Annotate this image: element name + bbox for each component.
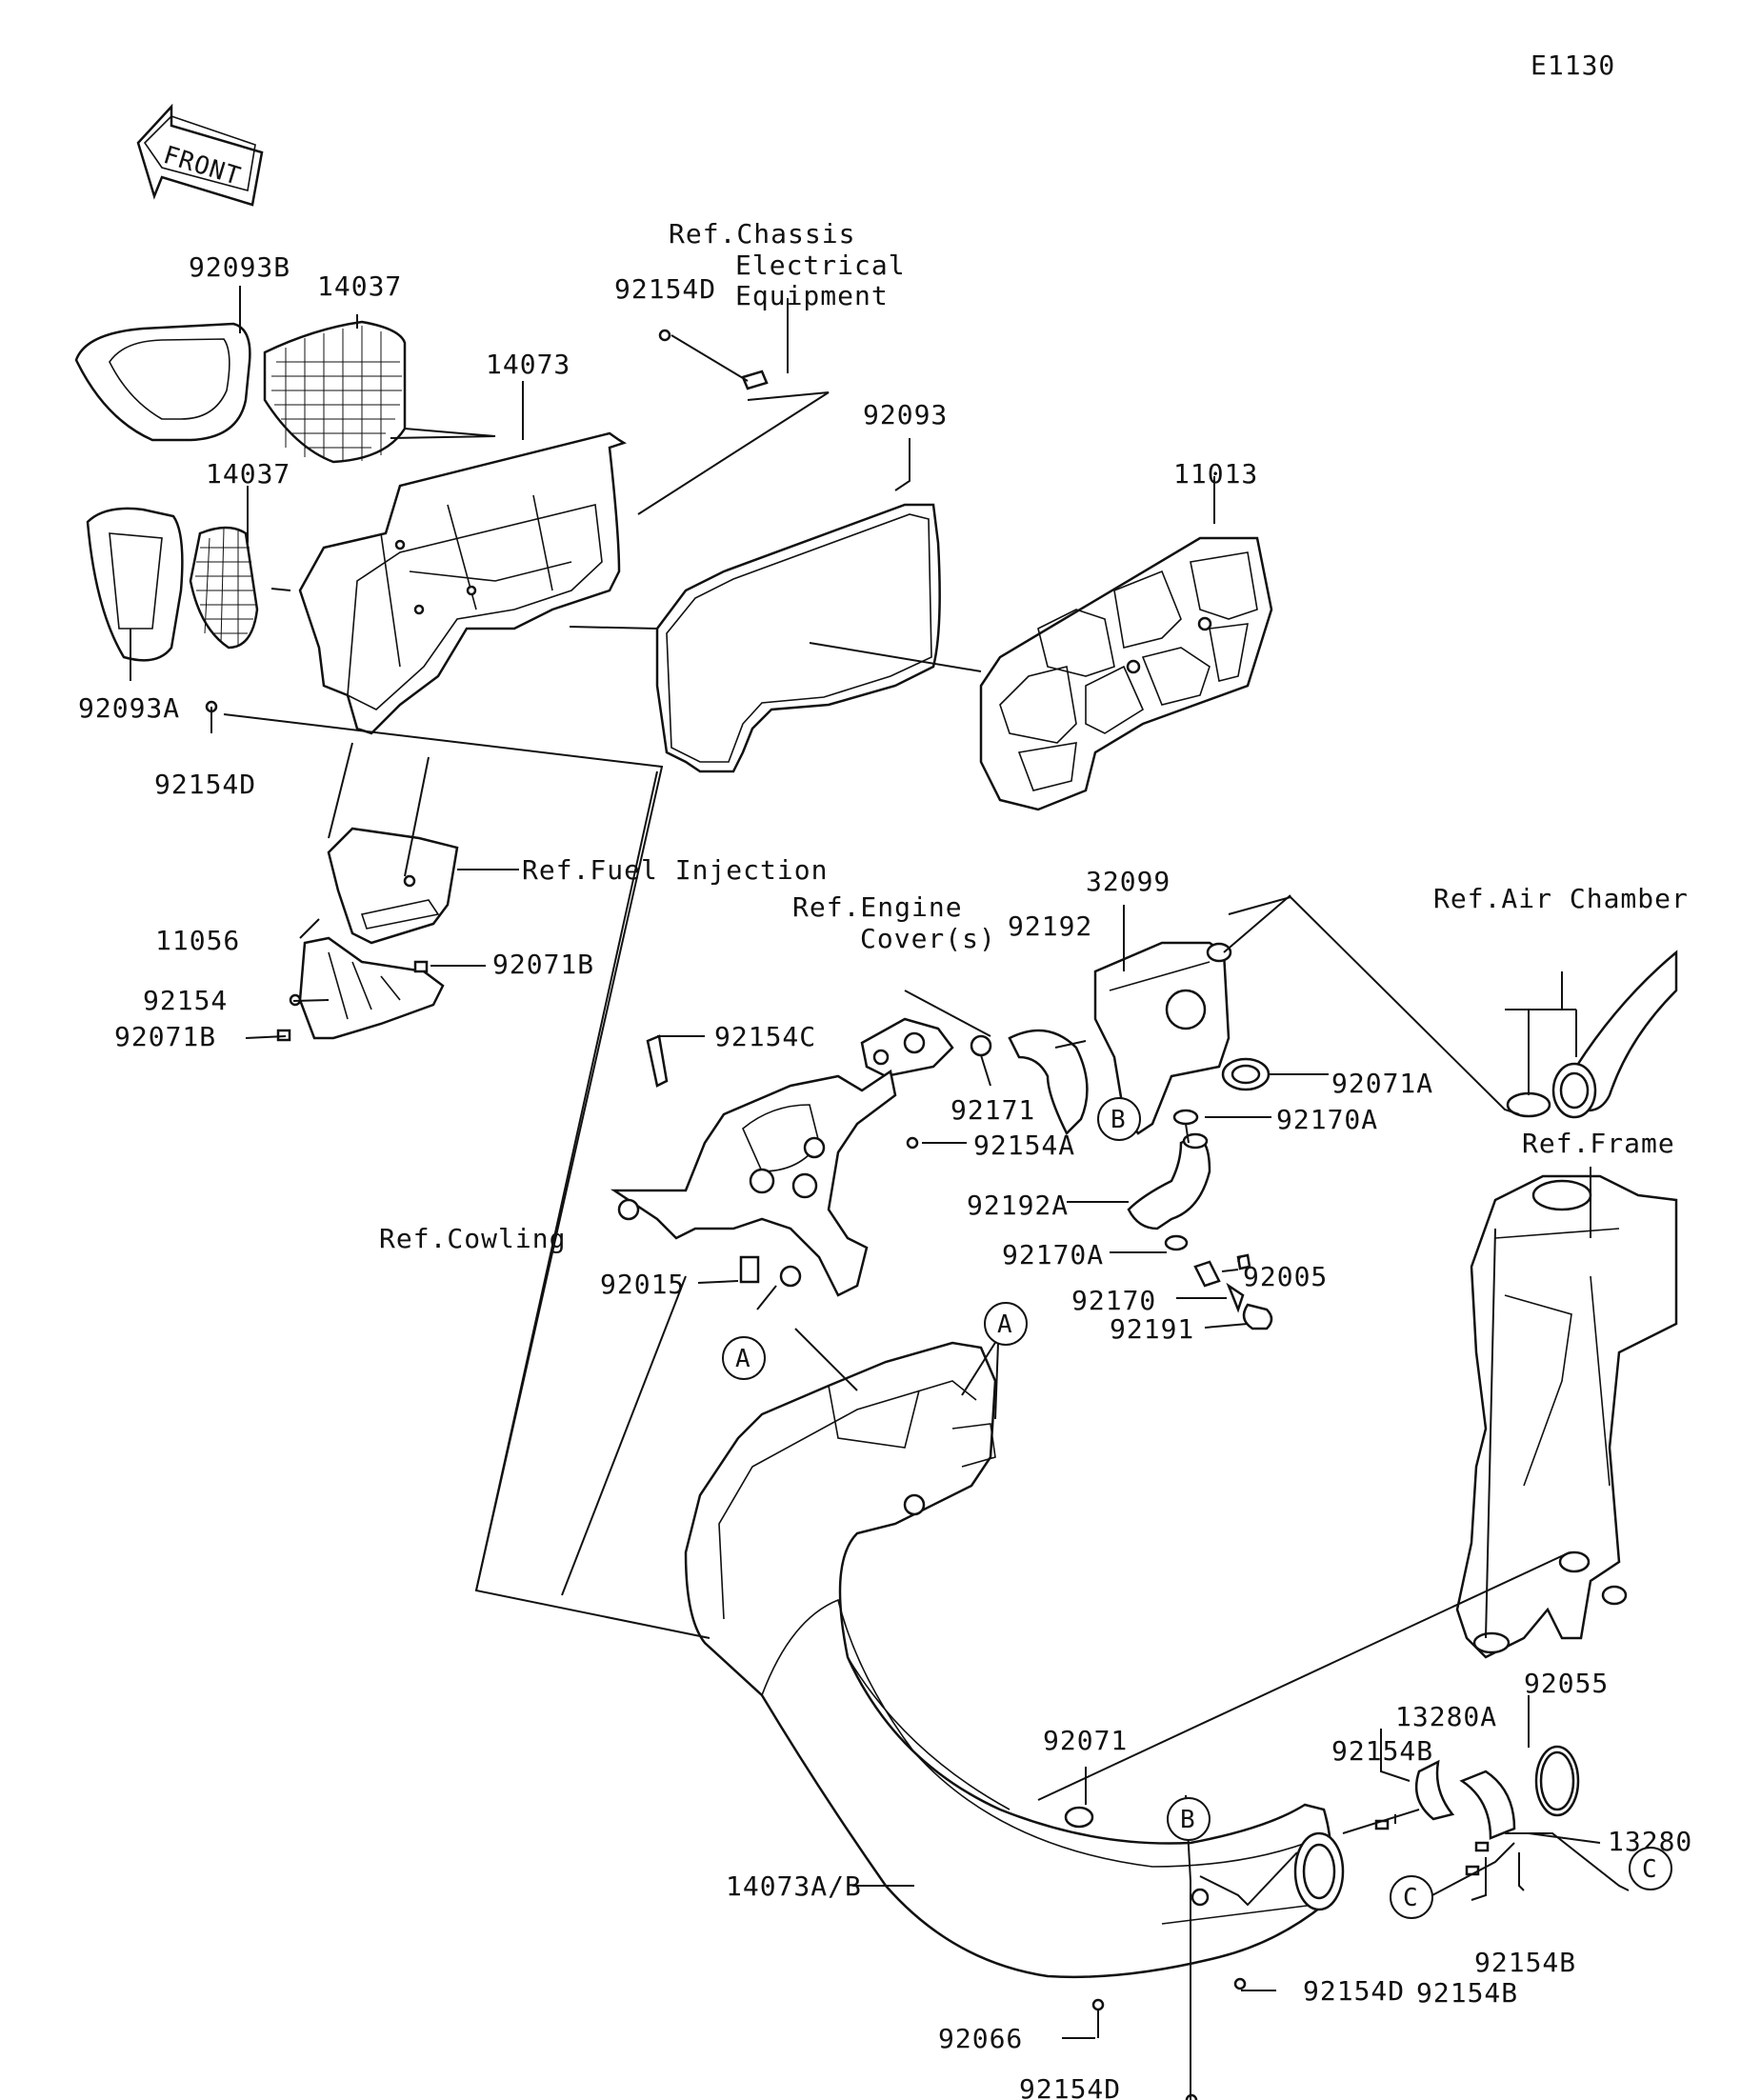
svg-text:A: A — [997, 1310, 1012, 1339]
label-92093: 92093 — [863, 399, 948, 430]
mesh-screen-14037-left — [189, 526, 259, 650]
label-92154A: 92154A — [973, 1130, 1075, 1161]
clamp-92171 — [970, 1034, 992, 1057]
label-11013: 11013 — [1173, 458, 1258, 490]
mesh-screen-14037-top — [263, 320, 407, 464]
callout-C-right: C — [1629, 1847, 1672, 1890]
label-ref-chassis-3: Equipment — [735, 280, 889, 311]
hose-92192 — [1008, 1029, 1089, 1136]
label-92154D-bottom: 92154D — [1019, 2073, 1121, 2100]
clamps-small — [1164, 1109, 1273, 1330]
svg-text:B: B — [1180, 1806, 1195, 1834]
separator-box-32099 — [1093, 941, 1232, 1135]
bolt-92154C — [646, 1034, 669, 1088]
clamp-13280 — [1459, 1770, 1516, 1840]
callout-A-left: A — [722, 1336, 766, 1380]
label-ref-chassis-1: Ref.Chassis — [669, 218, 855, 250]
air-box-14073 — [298, 431, 627, 735]
label-92071B-left: 92071B — [114, 1021, 216, 1052]
label-92154: 92154 — [143, 985, 228, 1016]
label-ref-frame: Ref.Frame — [1522, 1128, 1675, 1159]
label-92154B-2: 92154B — [1474, 1947, 1576, 1978]
svg-text:C: C — [1403, 1884, 1418, 1912]
svg-text:B: B — [1111, 1106, 1126, 1134]
label-92015: 92015 — [600, 1269, 685, 1300]
label-13280A: 13280A — [1395, 1701, 1497, 1732]
duct-cover-92093A — [86, 507, 184, 662]
label-92005: 92005 — [1243, 1261, 1328, 1292]
o-ring-92055 — [1534, 1745, 1580, 1817]
leader-lines — [130, 286, 1630, 2100]
duct-cover-92093B — [74, 322, 251, 442]
collar-92015 — [739, 1255, 760, 1284]
label-14073: 14073 — [486, 349, 570, 380]
air-filter-element-11013 — [979, 536, 1273, 811]
label-92154B-3: 92154B — [1416, 1977, 1518, 2009]
label-92066: 92066 — [938, 2023, 1023, 2054]
label-92071: 92071 — [1043, 1725, 1128, 1756]
label-92170A-top: 92170A — [1276, 1104, 1378, 1135]
label-92093A: 92093A — [78, 692, 180, 724]
rubber-damper-92071 — [1064, 1806, 1094, 1829]
bracket-plate — [298, 936, 445, 1040]
clamp-13280A — [1414, 1759, 1455, 1821]
label-ref-engine-cover-1: Ref.Engine — [792, 891, 963, 923]
callout-B-upper: B — [1097, 1097, 1141, 1141]
label-92154D-bottom-right: 92154D — [1303, 1975, 1405, 2007]
filter-gasket-92093 — [655, 503, 941, 773]
diagram-code: E1130 — [1531, 50, 1615, 81]
callout-A-right: A — [984, 1302, 1028, 1346]
intake-duct-11056 — [327, 827, 459, 945]
label-32099: 32099 — [1086, 866, 1171, 897]
main-intake-duct-14073AB — [684, 1341, 1345, 1979]
label-92071B-right: 92071B — [492, 949, 594, 980]
label-92093B: 92093B — [189, 251, 290, 283]
label-ref-engine-cover-2: Cover(s) — [860, 923, 996, 954]
air-chamber-hose — [1506, 950, 1678, 1119]
hose-92192A — [1127, 1132, 1211, 1230]
label-ref-chassis-2: Electrical — [735, 250, 906, 281]
label-92170A-low: 92170A — [1002, 1239, 1104, 1270]
label-92192: 92192 — [1008, 910, 1092, 942]
label-92191: 92191 — [1110, 1313, 1194, 1345]
engine-cover-fitting — [860, 1017, 954, 1078]
label-92055: 92055 — [1524, 1668, 1609, 1699]
label-92170: 92170 — [1071, 1285, 1156, 1316]
label-14037-top: 14037 — [317, 270, 402, 302]
label-92154C: 92154C — [714, 1021, 816, 1052]
callout-B-lower: B — [1167, 1797, 1211, 1841]
label-ref-air-chamber: Ref.Air Chamber — [1433, 883, 1689, 914]
cowling-stay-bracket — [610, 1069, 897, 1297]
label-92171: 92171 — [951, 1094, 1035, 1126]
svg-text:C: C — [1642, 1855, 1657, 1884]
svg-text:A: A — [735, 1345, 750, 1373]
label-92154D-top: 92154D — [614, 273, 716, 305]
label-14073AB: 14073A/B — [726, 1870, 862, 1902]
label-92192A: 92192A — [967, 1190, 1069, 1221]
part-labels: 92093B 14037 14073 Ref.Chassis Electrica… — [78, 218, 1691, 2100]
label-11056: 11056 — [155, 925, 240, 956]
label-ref-cowling: Ref.Cowling — [379, 1223, 566, 1254]
label-ref-fuel-injection: Ref.Fuel Injection — [522, 854, 828, 886]
front-arrow-icon: FRONT — [136, 103, 264, 207]
label-14037-left: 14037 — [206, 458, 290, 490]
label-92071A: 92071A — [1331, 1068, 1433, 1099]
label-92154D-left: 92154D — [154, 769, 256, 800]
callout-C-left: C — [1390, 1875, 1433, 1919]
grommet-92071A — [1221, 1057, 1271, 1091]
label-92154B-1: 92154B — [1331, 1735, 1433, 1767]
